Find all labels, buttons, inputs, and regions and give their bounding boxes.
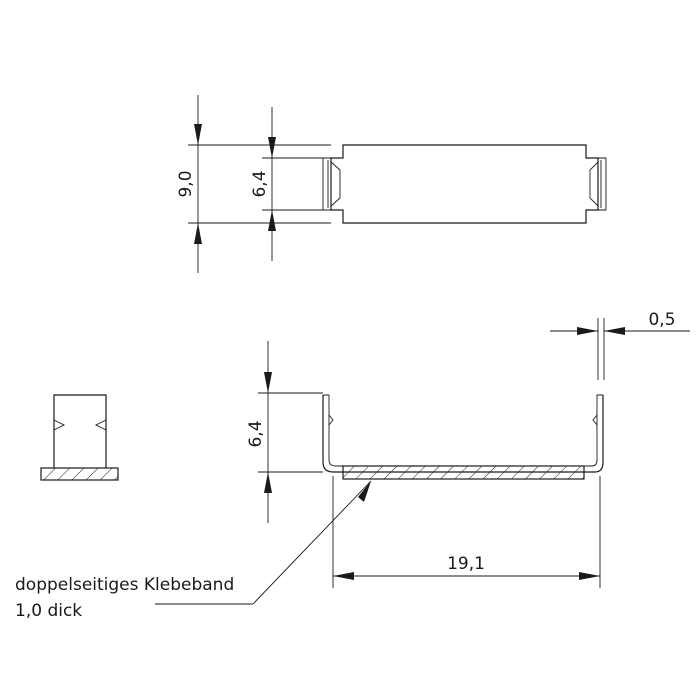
dim-label-6-4-side: 6,4 (246, 420, 266, 447)
end-view (40, 394, 119, 481)
arrow-head (194, 124, 202, 145)
end-view-adhesive-tape (40, 467, 119, 481)
dimension-9-0: 9,0 (176, 95, 202, 273)
dimension-19-1: 19,1 (332, 476, 601, 588)
adhesive-tape (342, 465, 585, 480)
arrow-head (358, 481, 371, 502)
note-line-2: 1,0 dick (15, 601, 82, 621)
dim-label-6-4-top: 6,4 (250, 170, 270, 197)
end-view-right-notch (94, 419, 107, 431)
top-view-right-end (589, 157, 607, 211)
note-line-1: doppelseitiges Klebeband (15, 575, 234, 595)
arrow-head (268, 210, 276, 231)
arrow-head (579, 572, 600, 580)
dim-label-9-0: 9,0 (176, 170, 196, 197)
arrow-head (264, 372, 272, 393)
tape-leader (155, 480, 372, 605)
arrow-head (264, 472, 272, 493)
top-view-body (330, 144, 599, 224)
dimension-6-4-top: 6,4 (250, 107, 276, 261)
top-view: 9,0 6,4 (176, 95, 607, 273)
bracket-inner (328, 395, 598, 467)
dim-label-19-1: 19,1 (447, 554, 485, 574)
dimension-6-4-side: 6,4 (246, 341, 323, 523)
front-view: 6,4 0,5 19,1 (155, 310, 690, 605)
arrow-head (194, 223, 202, 244)
dimension-0-5: 0,5 (550, 310, 690, 380)
bracket-outer (322, 395, 604, 473)
end-view-left-notch (53, 419, 66, 431)
arrow-head (577, 327, 598, 335)
arrow-head (333, 572, 354, 580)
dim-label-0-5: 0,5 (648, 310, 675, 330)
end-view-body (53, 394, 107, 468)
bracket-detents (328, 414, 598, 426)
arrow-head (268, 137, 276, 158)
top-view-left-end (322, 157, 341, 211)
arrow-head (604, 327, 625, 335)
